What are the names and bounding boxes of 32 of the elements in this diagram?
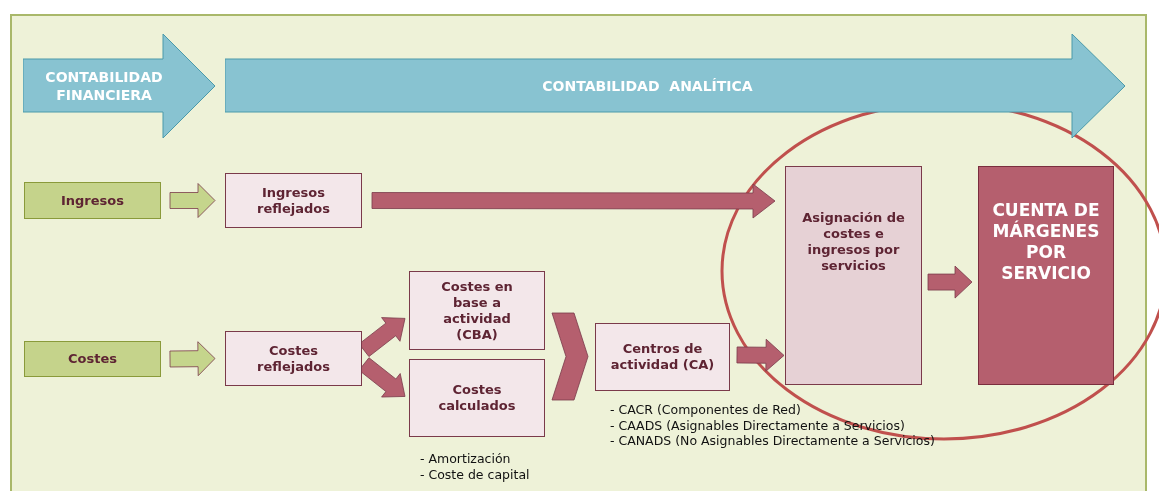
box-label: Costes reflejados [256, 342, 331, 375]
block-arrow [169, 183, 216, 218]
process-box [785, 166, 922, 385]
process-box [409, 271, 545, 350]
box-label: Costes [68, 351, 117, 367]
section-banner [23, 34, 215, 138]
box-label: Costes calculados [437, 382, 517, 414]
banner-label: CONTABILIDAD FINANCIERA [44, 68, 164, 104]
box-label: Ingresos reflejados [256, 184, 331, 217]
process-box [409, 359, 545, 437]
banner-label: CONTABILIDAD ANALÍTICA [542, 77, 753, 95]
box-label: CUENTA DE MÁRGENES POR SERVICIO [991, 200, 1101, 284]
block-arrow [371, 183, 776, 219]
process-box [595, 323, 730, 391]
block-arrow [169, 341, 216, 377]
box-label: Asignación de costes e ingresos por servicios [801, 210, 906, 274]
input-box [24, 182, 161, 219]
process-box [225, 173, 362, 228]
note-text: - CACR (Componentes de Red) [610, 402, 801, 417]
note-text: - Amortización [420, 451, 511, 466]
section-banner [225, 34, 1125, 138]
block-arrow [927, 265, 973, 299]
note-text: - Coste de capital [420, 466, 530, 482]
input-box [24, 341, 161, 377]
block-arrow [736, 338, 785, 372]
box-label: Centros de actividad (CA) [609, 341, 716, 373]
box-label: Ingresos [60, 192, 124, 209]
note-text: - CANADS (No Asignables Directamente a Servicios) [610, 433, 935, 448]
result-box [978, 166, 1114, 385]
chevron-arrow [551, 312, 589, 401]
process-box [225, 331, 362, 386]
box-label: Costes en base a actividad (CBA) [440, 278, 514, 343]
